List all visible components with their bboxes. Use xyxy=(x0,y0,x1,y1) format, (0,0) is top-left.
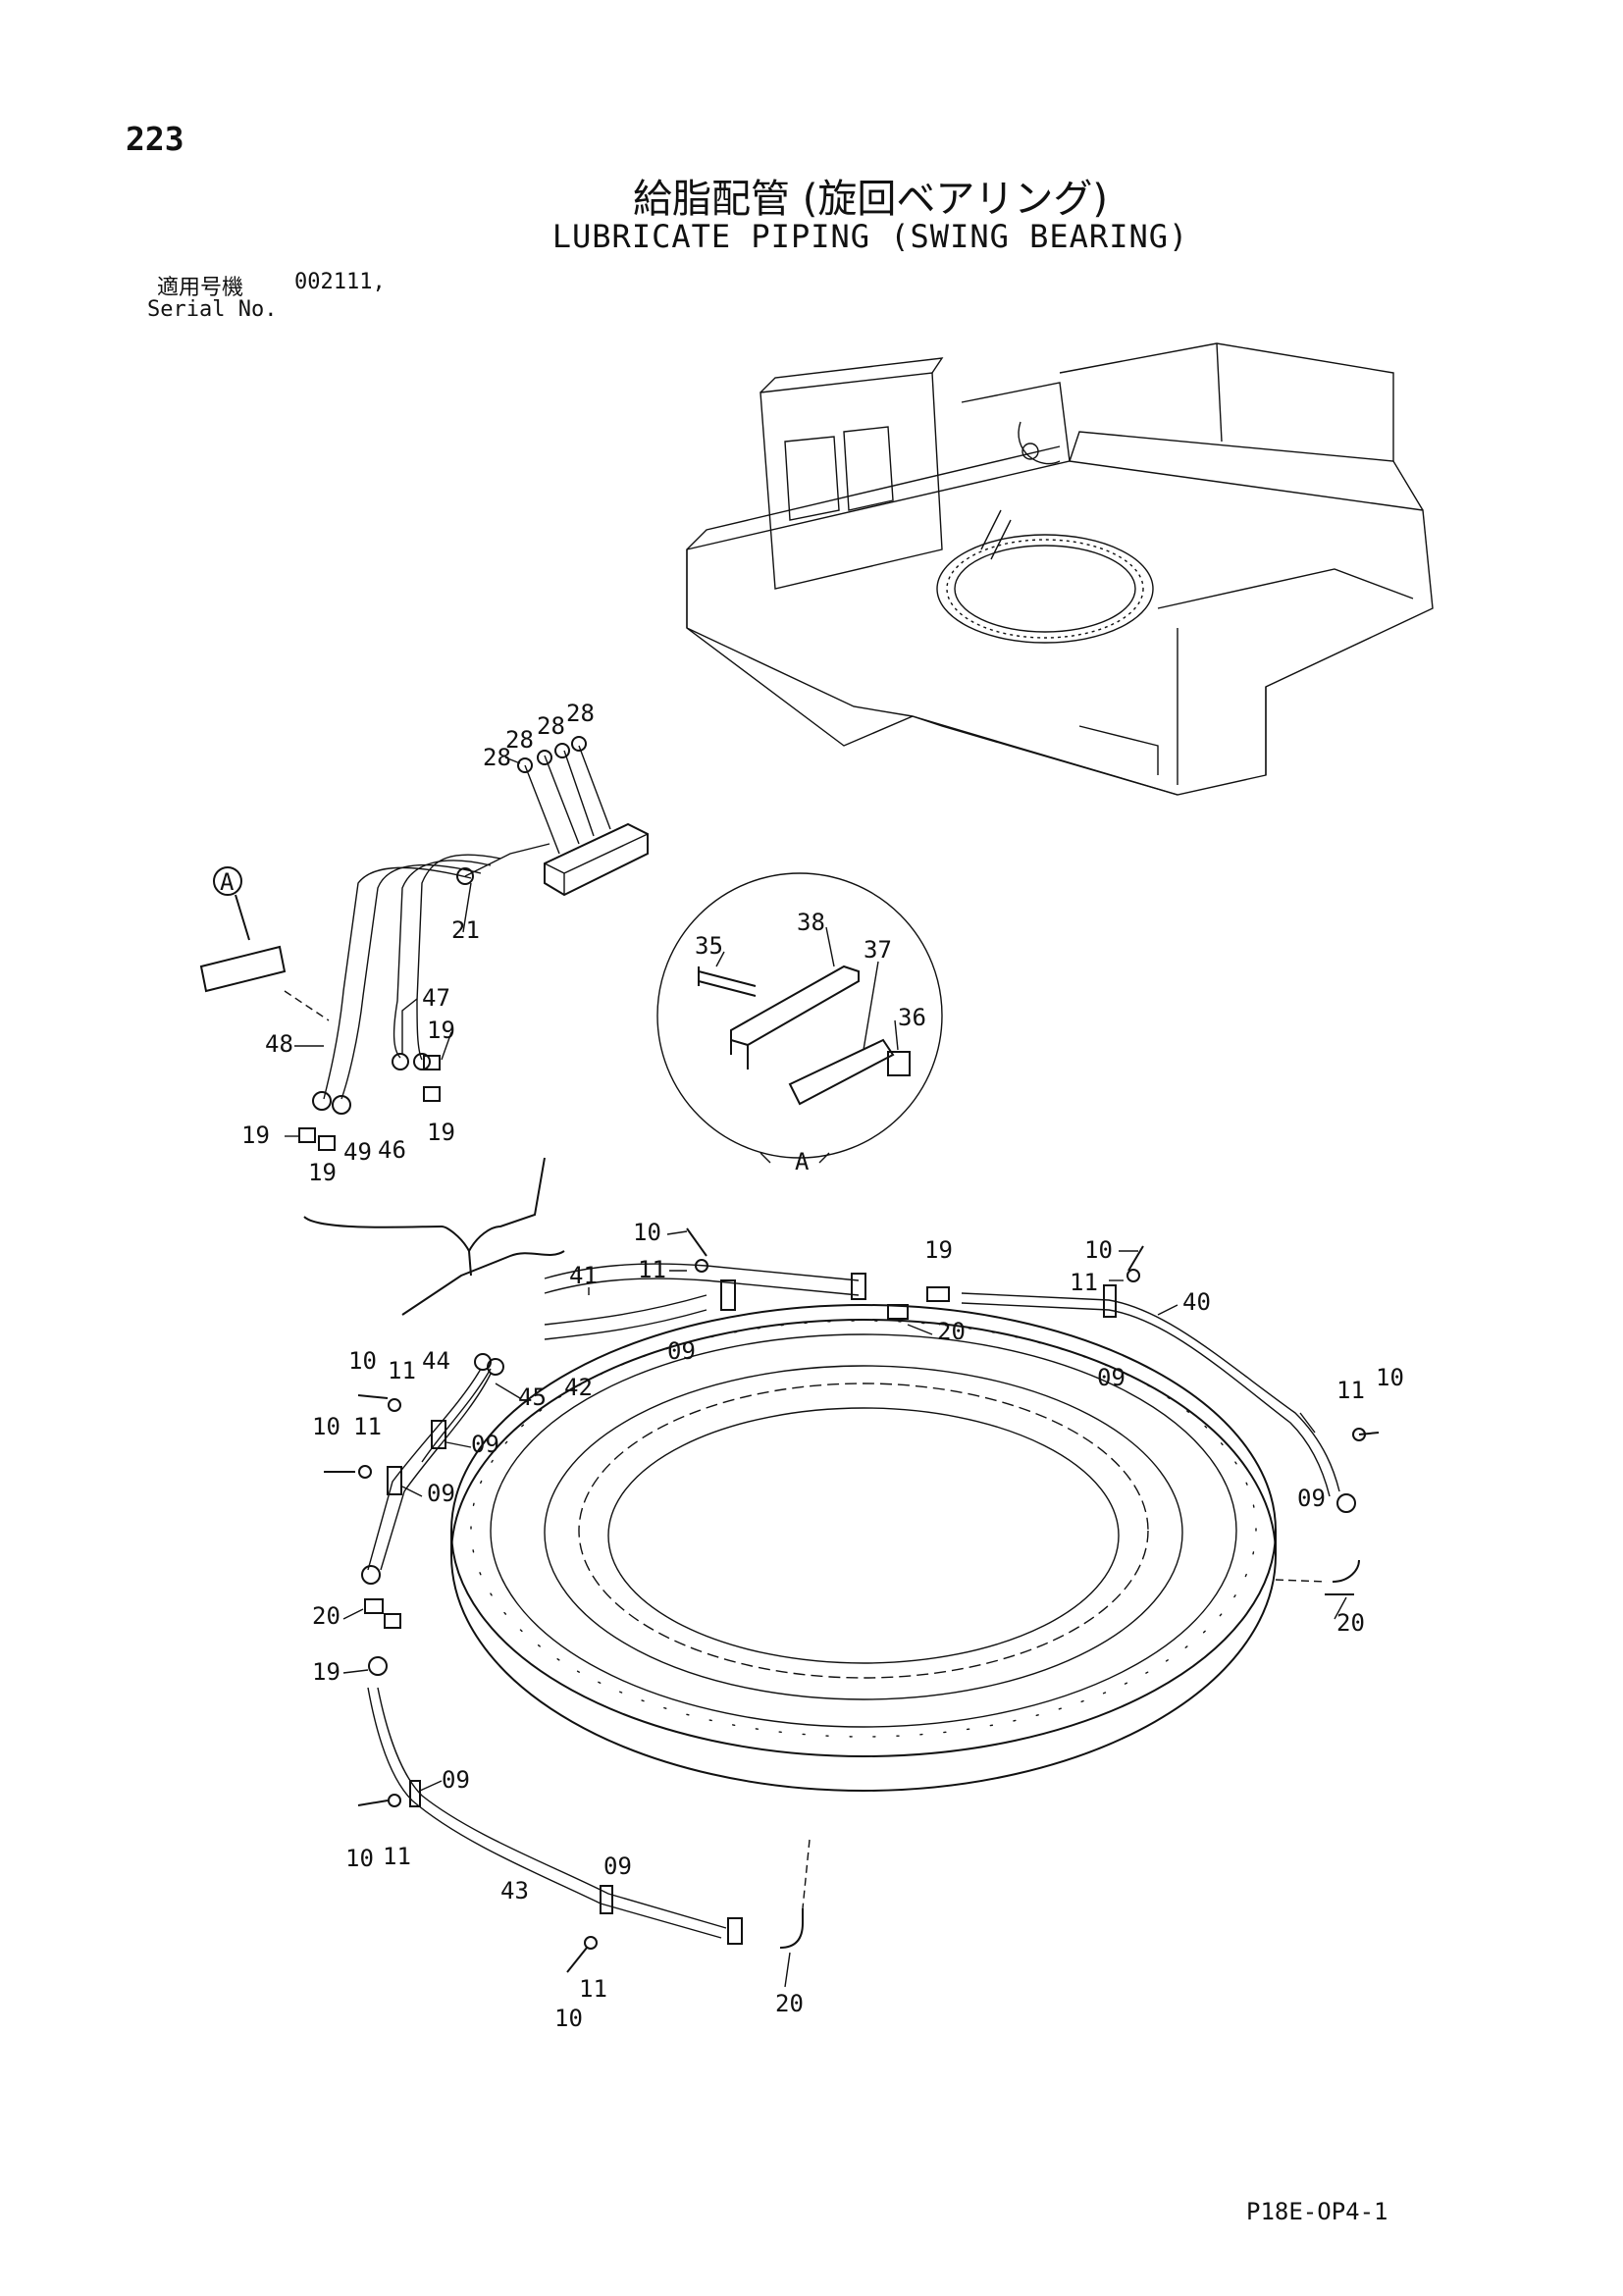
callout-09: 09 xyxy=(667,1337,696,1365)
callout-09: 09 xyxy=(603,1852,632,1880)
callout-41: 41 xyxy=(569,1262,598,1289)
title-english: LUBRICATE PIPING (SWING BEARING) xyxy=(551,218,1189,255)
callout-20: 20 xyxy=(775,1990,804,2017)
callout-11: 11 xyxy=(383,1843,411,1870)
callout-42: 42 xyxy=(564,1374,593,1401)
detail-a-circle xyxy=(656,872,943,1159)
callout-38: 38 xyxy=(797,909,825,936)
callout-a-marker: A xyxy=(220,868,235,896)
callout-11: 11 xyxy=(579,1975,607,2003)
title-japanese: 給脂配管 (旋回ベアリング) xyxy=(633,177,1108,222)
callout-10: 10 xyxy=(345,1845,374,1872)
callout-19: 19 xyxy=(241,1122,270,1149)
callout-45: 45 xyxy=(518,1383,547,1411)
machine-overview-drawing xyxy=(686,342,1434,796)
callout-11: 11 xyxy=(1336,1377,1365,1404)
callout-44: 44 xyxy=(422,1347,450,1375)
callout-10: 10 xyxy=(312,1413,340,1440)
callout-10: 10 xyxy=(1376,1364,1404,1391)
callout-09: 09 xyxy=(1097,1364,1126,1391)
callout-10: 10 xyxy=(554,2005,583,2032)
ring-piping xyxy=(324,1227,1380,1973)
callout-19: 19 xyxy=(924,1236,953,1264)
callout-28: 28 xyxy=(537,712,565,740)
swing-bearing xyxy=(450,1304,1277,1792)
callout-20: 20 xyxy=(312,1602,340,1630)
callout-35: 35 xyxy=(695,932,723,960)
callout-37: 37 xyxy=(864,936,892,964)
callout-43: 43 xyxy=(500,1877,529,1905)
callout-19: 19 xyxy=(427,1119,455,1146)
callout-28: 28 xyxy=(505,726,534,754)
callout-46: 46 xyxy=(378,1136,406,1164)
callout-19: 19 xyxy=(308,1159,337,1186)
callout-detail-a: A xyxy=(795,1148,810,1175)
callout-11: 11 xyxy=(388,1357,416,1384)
callout-10: 10 xyxy=(348,1347,377,1375)
callout-labels: 28 28 28 28 21 A 47 48 19 19 19 19 49 46… xyxy=(220,700,1404,2032)
page-number: 223 xyxy=(126,120,184,158)
callout-11: 11 xyxy=(638,1256,666,1283)
callout-36: 36 xyxy=(898,1004,926,1031)
callout-49: 49 xyxy=(343,1138,372,1166)
serial-value: 002111, xyxy=(294,270,386,294)
callout-09: 09 xyxy=(427,1480,455,1507)
leader-lines xyxy=(285,757,1347,1988)
callout-19: 19 xyxy=(427,1017,455,1044)
callout-09: 09 xyxy=(1297,1485,1326,1512)
serial-label-english: Serial No. xyxy=(147,297,278,322)
callout-11: 11 xyxy=(353,1413,382,1440)
callout-40: 40 xyxy=(1182,1288,1211,1316)
callout-09: 09 xyxy=(442,1766,470,1794)
serial-label-japanese: 適用号機 xyxy=(157,276,244,300)
callout-10: 10 xyxy=(1084,1236,1113,1264)
callout-47: 47 xyxy=(422,984,450,1012)
callout-48: 48 xyxy=(265,1030,293,1058)
callout-20: 20 xyxy=(1336,1609,1365,1637)
manifold-piping-assembly xyxy=(199,736,649,1316)
callout-09: 09 xyxy=(471,1431,499,1458)
drawing-code: P18E-OP4-1 xyxy=(1246,2198,1388,2225)
callout-11: 11 xyxy=(1070,1269,1098,1296)
callout-20: 20 xyxy=(937,1318,966,1345)
callout-10: 10 xyxy=(633,1219,661,1246)
callout-28: 28 xyxy=(566,700,595,727)
callout-19: 19 xyxy=(312,1658,340,1686)
